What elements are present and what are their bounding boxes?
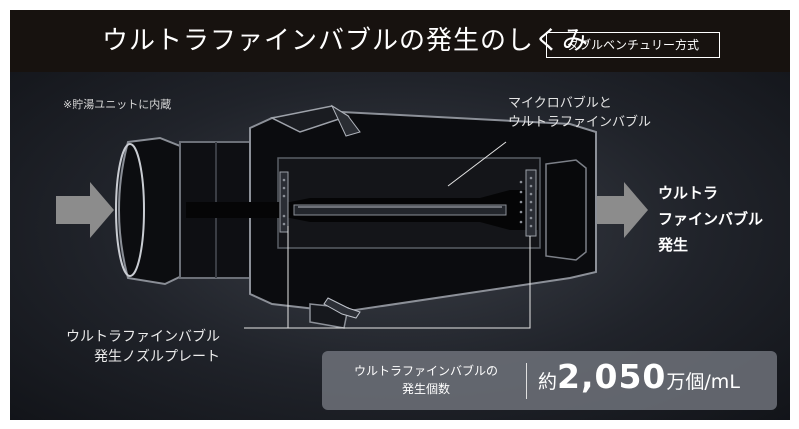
nozzle-plate-left [279,171,289,233]
micro-bubble-label: マイクロバブルと ウルトラファインバブル [508,94,651,132]
clip [323,297,361,319]
bubble-count-label-line2: 発生個数 [401,382,450,396]
bubble-count-number: 2,050 [557,357,667,396]
method-badge: ダブルベンチュリー方式 [546,32,720,58]
micro-bubble-label-line2: ウルトラファインバブル [508,115,652,130]
bubble-count-label: ウルトラファインバブルの 発生個数 [336,362,516,398]
output-label-line3: 発生 [658,236,689,254]
bubble-count-box: ウルトラファインバブルの 発生個数 約2,050万個/mL [322,351,777,410]
center-shaft [293,204,507,216]
bubble-count-divider [526,363,527,399]
bubble-count-unit: 万個/mL [666,371,740,393]
input-arrow [56,182,114,238]
bubble-count-value: 約2,050万個/mL [538,357,740,396]
output-label-line2: ファインバブル [658,210,764,228]
output-label: ウルトラ ファインバブル 発生 [658,180,763,258]
bubble-count-label-line1: ウルトラファインバブルの [353,364,498,378]
bracket [330,104,361,137]
outlet-rim [545,159,587,261]
micro-bubble-label-line1: マイクロバブルと [508,96,612,111]
header-bar: ウルトラファインバブルの発生のしくみ ダブルベンチュリー方式 [10,10,790,72]
diagram-stage: ※貯湯ユニットに内蔵 マイクロバブルと ウルトラファインバブル ウルトラ ファイ… [10,72,790,420]
page-title: ウルトラファインバブルの発生のしくみ [102,26,590,56]
bubble-count-prefix: 約 [538,371,558,393]
device-illustration [56,104,648,329]
micro-bubble-leader [447,141,507,187]
built-in-note: ※貯湯ユニットに内蔵 [63,98,172,111]
output-label-line1: ウルトラ [658,184,719,202]
output-arrow [590,182,648,238]
nozzle-plate-label: ウルトラファインバブル 発生ノズルプレート [66,327,220,367]
inlet-rim [115,143,145,277]
nozzle-plate-label-line2: 発生ノズルプレート [94,349,220,365]
nozzle-plate-label-line1: ウルトラファインバブル [66,329,220,345]
nozzle-leader-right [288,236,531,329]
